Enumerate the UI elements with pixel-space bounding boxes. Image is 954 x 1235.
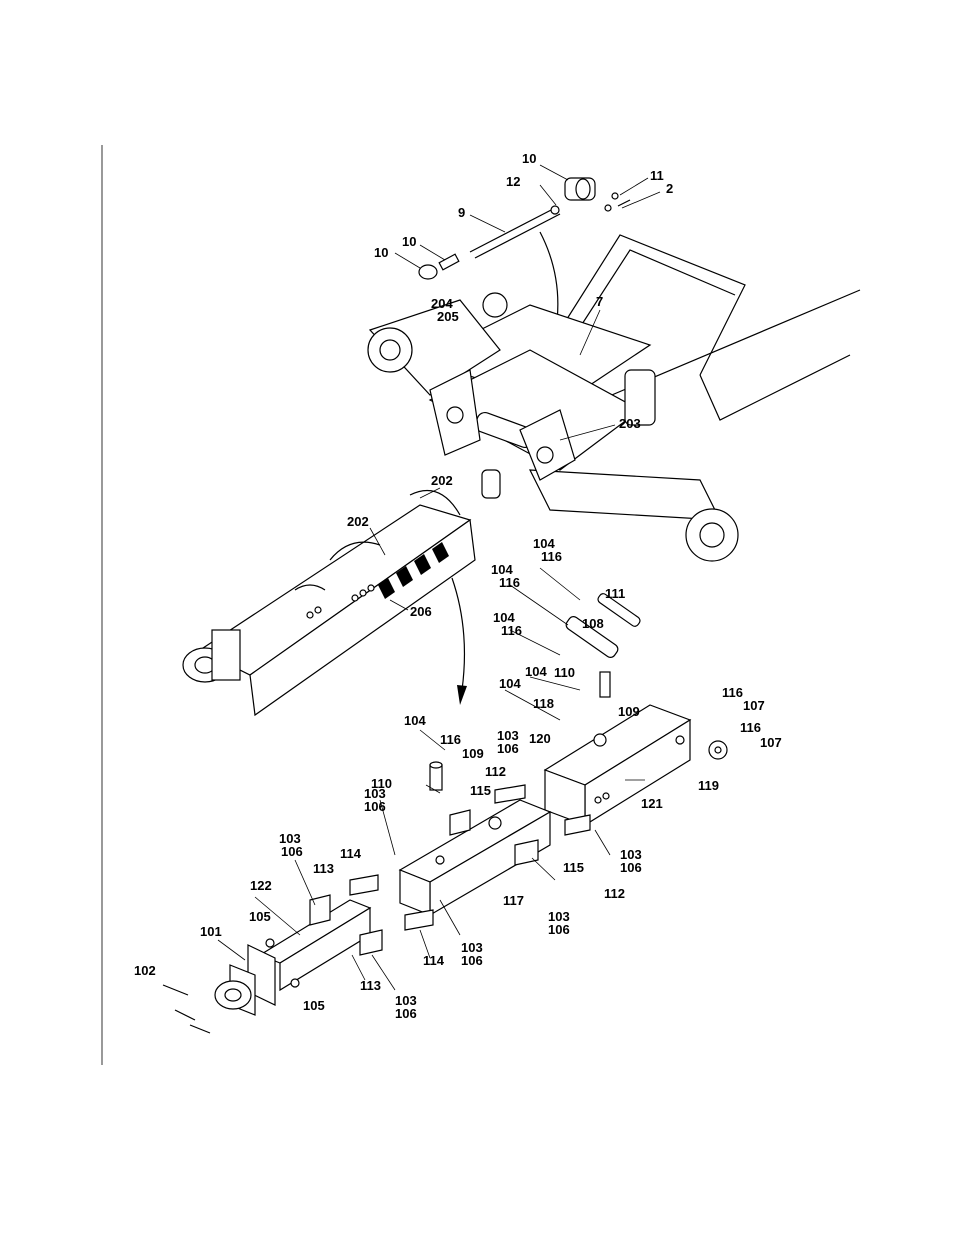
callout-10-low: 10 — [374, 245, 388, 260]
callout-113-b: 113 — [360, 978, 381, 993]
callout-106-e: 106 — [548, 922, 570, 937]
callout-116-a: 116 — [541, 549, 562, 564]
callout-103-e: 103 — [548, 909, 570, 924]
callout-202-upper: 202 — [431, 473, 453, 488]
callout-107-b: 107 — [760, 735, 782, 750]
callout-111: 111 — [605, 586, 625, 601]
callout-116-f: 116 — [440, 732, 461, 747]
callout-104-a: 104 — [533, 536, 555, 551]
frame-assembly — [367, 234, 861, 562]
callout-106-b: 106 — [364, 799, 386, 814]
callout-109-b: 109 — [462, 746, 484, 761]
callout-120: 120 — [529, 731, 551, 746]
callout-109-a: 109 — [618, 704, 640, 719]
towbar-assembled — [182, 489, 476, 717]
callout-116-e: 116 — [740, 720, 761, 735]
callout-103-c: 103 — [279, 831, 301, 846]
callout-10-mid: 10 — [402, 234, 416, 249]
towbar-exploded — [162, 593, 728, 1034]
callout-114-a: 114 — [340, 846, 362, 861]
callout-110-a: 110 — [554, 665, 575, 680]
callout-106-g: 106 — [395, 1006, 417, 1021]
callout-115-b: 115 — [563, 860, 584, 875]
callout-2: 2 — [666, 181, 673, 196]
assembly-arrowhead-bottom — [457, 685, 467, 705]
callout-labels: 10 11 12 2 9 10 10 204 205 7 203 202 202… — [134, 151, 782, 1021]
callout-116-c: 116 — [501, 623, 522, 638]
callout-106-d: 106 — [620, 860, 642, 875]
callout-110-b: 110 — [371, 776, 392, 791]
callout-102: 102 — [134, 963, 156, 978]
callout-105-a: 105 — [249, 909, 271, 924]
callout-202-lower: 202 — [347, 514, 369, 529]
callout-101: 101 — [200, 924, 222, 939]
callout-104-d: 104 — [525, 664, 547, 679]
callout-106-a: 106 — [497, 741, 519, 756]
callout-122: 122 — [250, 878, 272, 893]
callout-113-a: 113 — [313, 861, 334, 876]
callout-104-e: 104 — [499, 676, 521, 691]
cylinder-assembly-top — [418, 177, 631, 280]
callout-104-c: 104 — [493, 610, 515, 625]
callout-7: 7 — [596, 294, 603, 309]
callout-116-b: 116 — [499, 575, 520, 590]
callout-114-b: 114 — [423, 953, 445, 968]
callout-103-g: 103 — [395, 993, 417, 1008]
callout-12: 12 — [506, 174, 520, 189]
callout-116-d: 116 — [722, 685, 743, 700]
callout-9: 9 — [458, 205, 465, 220]
callout-112-b: 112 — [604, 886, 625, 901]
callout-103-d: 103 — [620, 847, 642, 862]
callout-103-f: 103 — [461, 940, 483, 955]
callout-206: 206 — [410, 604, 432, 619]
callout-104-f: 104 — [404, 713, 426, 728]
callout-121: 121 — [641, 796, 663, 811]
callout-108: 108 — [582, 616, 604, 631]
callout-203: 203 — [619, 416, 641, 431]
callout-107-a: 107 — [743, 698, 765, 713]
callout-205: 205 — [437, 309, 459, 324]
callout-119: 119 — [698, 778, 719, 793]
callout-105-b: 105 — [303, 998, 325, 1013]
callout-11: 11 — [650, 168, 664, 183]
callout-104-b: 104 — [491, 562, 513, 577]
callout-10-top: 10 — [522, 151, 536, 166]
assembly-arrow-bottom — [451, 577, 466, 691]
callout-103-b: 103 — [364, 786, 386, 801]
leader-lines — [217, 164, 661, 991]
callout-117: 117 — [503, 893, 524, 908]
callout-204: 204 — [431, 296, 453, 311]
callout-115-a: 115 — [470, 783, 491, 798]
callout-118: 118 — [533, 696, 554, 711]
callout-106-f: 106 — [461, 953, 483, 968]
callout-112-a: 112 — [485, 764, 506, 779]
callout-106-c: 106 — [281, 844, 303, 859]
callout-103-a: 103 — [497, 728, 519, 743]
